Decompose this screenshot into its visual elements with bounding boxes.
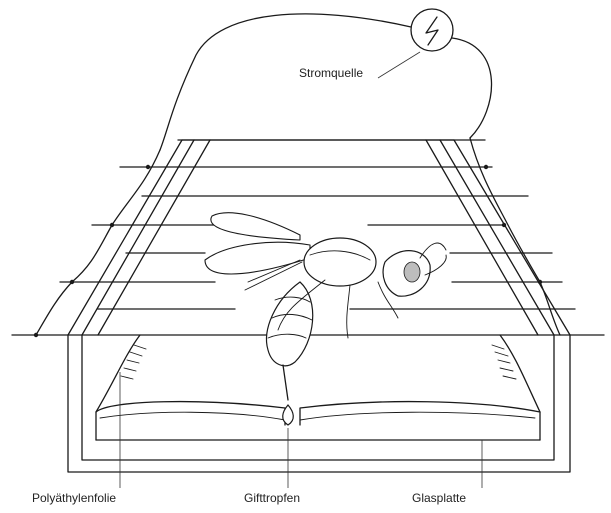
power-source-circle	[411, 9, 453, 51]
wasp-wing-upper	[211, 213, 300, 240]
wire-right	[452, 38, 492, 138]
wire-left	[160, 14, 411, 150]
label-venom-drop: Gifttropfen	[244, 491, 300, 505]
wasp-leg-2	[347, 285, 350, 338]
lightning-bolt-icon	[426, 17, 438, 45]
label-power-source: Stromquelle	[299, 66, 363, 80]
wasp	[205, 213, 446, 400]
wasp-eye	[404, 262, 420, 282]
label-glass-plate: Glasplatte	[412, 491, 466, 505]
label-polyethylene-foil: Polyäthylenfolie	[32, 491, 116, 505]
wasp-wing-lower	[205, 242, 310, 274]
wasp-stinger	[283, 365, 288, 400]
power-source-leader	[378, 52, 420, 78]
glass-plate	[96, 335, 540, 440]
electrode-frame	[68, 140, 570, 335]
power-source	[411, 9, 453, 51]
wasp-thorax	[304, 238, 376, 286]
glass-box	[68, 335, 570, 472]
wasp-abdomen	[267, 282, 313, 366]
